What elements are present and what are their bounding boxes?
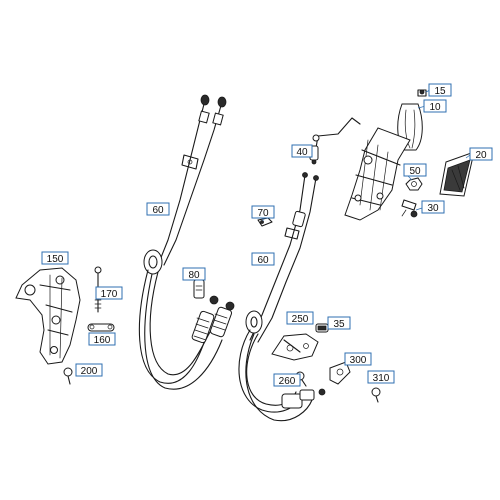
svg-text:30: 30: [427, 203, 439, 214]
svg-text:80: 80: [188, 270, 200, 281]
bolt-200[interactable]: [63, 367, 73, 385]
svg-text:40: 40: [296, 147, 308, 158]
svg-text:70: 70: [257, 208, 269, 219]
callout-160[interactable]: 160: [88, 332, 116, 346]
svg-text:150: 150: [47, 254, 64, 265]
callout-50[interactable]: 50: [403, 163, 427, 177]
svg-text:310: 310: [373, 373, 390, 384]
callout-260[interactable]: 260: [273, 373, 301, 387]
callout-310[interactable]: 310: [367, 370, 395, 384]
callout-40[interactable]: 40: [291, 144, 313, 158]
svg-text:170: 170: [101, 289, 118, 300]
shift-boot[interactable]: [439, 151, 475, 197]
shift-cable-left[interactable]: [138, 94, 235, 390]
callout-35[interactable]: 35: [327, 316, 351, 330]
bracket-250[interactable]: [271, 333, 319, 361]
callout-80[interactable]: 80: [182, 267, 206, 281]
callout-70[interactable]: 70: [251, 205, 275, 219]
svg-text:60: 60: [257, 255, 269, 266]
svg-text:250: 250: [292, 314, 309, 325]
callout-10[interactable]: 10: [423, 99, 447, 113]
gear-shift-lever[interactable]: [344, 89, 427, 221]
callout-170[interactable]: 170: [95, 286, 123, 300]
nut-50[interactable]: [405, 177, 423, 191]
callout-20[interactable]: 20: [469, 147, 493, 161]
svg-text:260: 260: [279, 376, 296, 387]
svg-text:35: 35: [333, 319, 345, 330]
callout-250[interactable]: 250: [286, 311, 314, 325]
svg-text:50: 50: [409, 166, 421, 177]
clip-35[interactable]: [315, 323, 329, 333]
callout-60-left[interactable]: 60: [146, 202, 170, 216]
bolt-310[interactable]: [371, 387, 381, 403]
svg-text:200: 200: [81, 366, 98, 377]
svg-text:10: 10: [429, 102, 441, 113]
callout-200[interactable]: 200: [75, 363, 103, 377]
svg-text:60: 60: [152, 205, 164, 216]
callout-60-right[interactable]: 60: [251, 252, 275, 266]
callout-15[interactable]: 15: [428, 83, 452, 97]
callout-150[interactable]: 150: [41, 251, 69, 265]
clamp-300[interactable]: [329, 361, 351, 385]
svg-text:160: 160: [94, 335, 111, 346]
clip-30[interactable]: [401, 199, 418, 218]
callout-30[interactable]: 30: [421, 200, 445, 214]
selector-rod[interactable]: [309, 117, 361, 165]
clip-70[interactable]: [257, 217, 273, 227]
callout-300[interactable]: 300: [344, 352, 372, 366]
svg-text:15: 15: [434, 86, 446, 97]
svg-text:300: 300: [350, 355, 367, 366]
mounting-bracket[interactable]: [15, 267, 81, 365]
shift-cable-right[interactable]: [238, 172, 326, 422]
link-160[interactable]: [87, 323, 115, 332]
svg-text:20: 20: [475, 150, 487, 161]
